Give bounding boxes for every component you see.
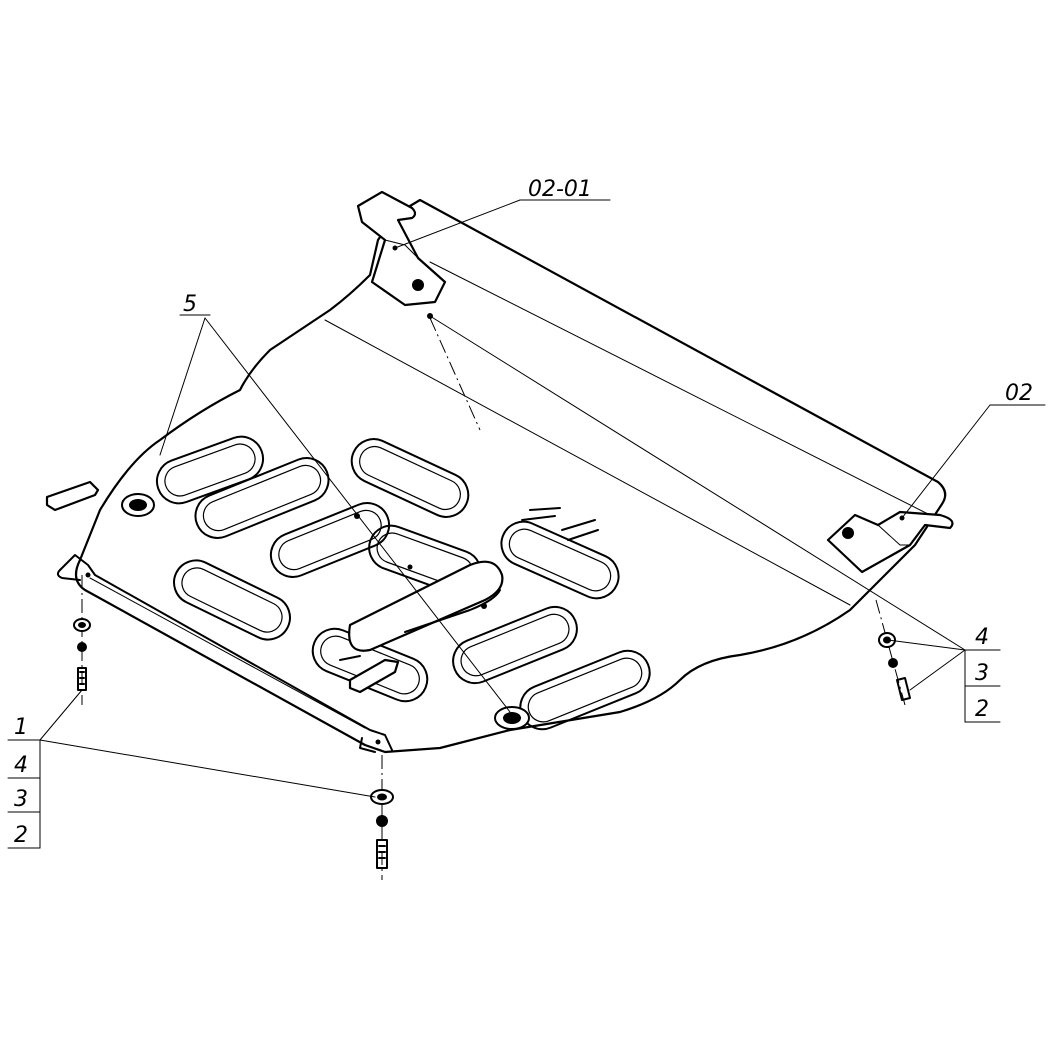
rivet-1: [354, 513, 360, 519]
rivet-5: [375, 739, 381, 745]
bend-line-upper: [324, 319, 851, 606]
callout-frame-right: [964, 649, 1001, 723]
bracket-02-01-fold: [384, 239, 419, 259]
skid-plate-outline: [74, 198, 947, 754]
callout-frame-left: [7, 739, 41, 849]
clip-left: [45, 480, 100, 512]
bracket-02: [826, 510, 954, 574]
mount-boss-left: [121, 493, 155, 517]
label-left-3: 3: [14, 787, 28, 812]
label-right-2: 2: [975, 697, 989, 722]
bracket-02-hole: [842, 527, 854, 539]
center-pad-lower: [404, 589, 501, 633]
bracket-02-fold: [877, 524, 911, 546]
vent-marks: [339, 507, 599, 661]
front-flange-edge: [59, 554, 393, 751]
center-pad: [348, 560, 504, 652]
center-pad-hole: [481, 603, 487, 609]
rivet-4: [85, 572, 91, 578]
fastener-stack-right: [875, 599, 911, 706]
label-left-1: 1: [14, 715, 28, 740]
flange-tab-left: [56, 569, 81, 581]
label-right-4: 4: [975, 625, 989, 650]
label-02-01: 02-01: [528, 177, 592, 202]
axis-line-center: [429, 317, 481, 431]
bend-line-rear: [429, 261, 931, 516]
flange-tab-bottom: [359, 737, 376, 753]
fastener-stack-left: [73, 575, 91, 705]
label-right-3: 3: [975, 661, 989, 686]
label-02: 02: [1005, 381, 1033, 406]
mount-boss-front: [494, 706, 530, 730]
label-left-4: 4: [14, 753, 28, 778]
fastener-stack-bottom: [370, 755, 394, 880]
label-left-2: 2: [14, 823, 28, 848]
bracket-02-01-hole: [412, 279, 424, 291]
front-flange-inner: [89, 577, 366, 729]
label-5: 5: [183, 292, 197, 317]
rivet-2: [407, 564, 413, 570]
bracket-02-01: [356, 190, 447, 307]
clip-front: [348, 658, 400, 694]
